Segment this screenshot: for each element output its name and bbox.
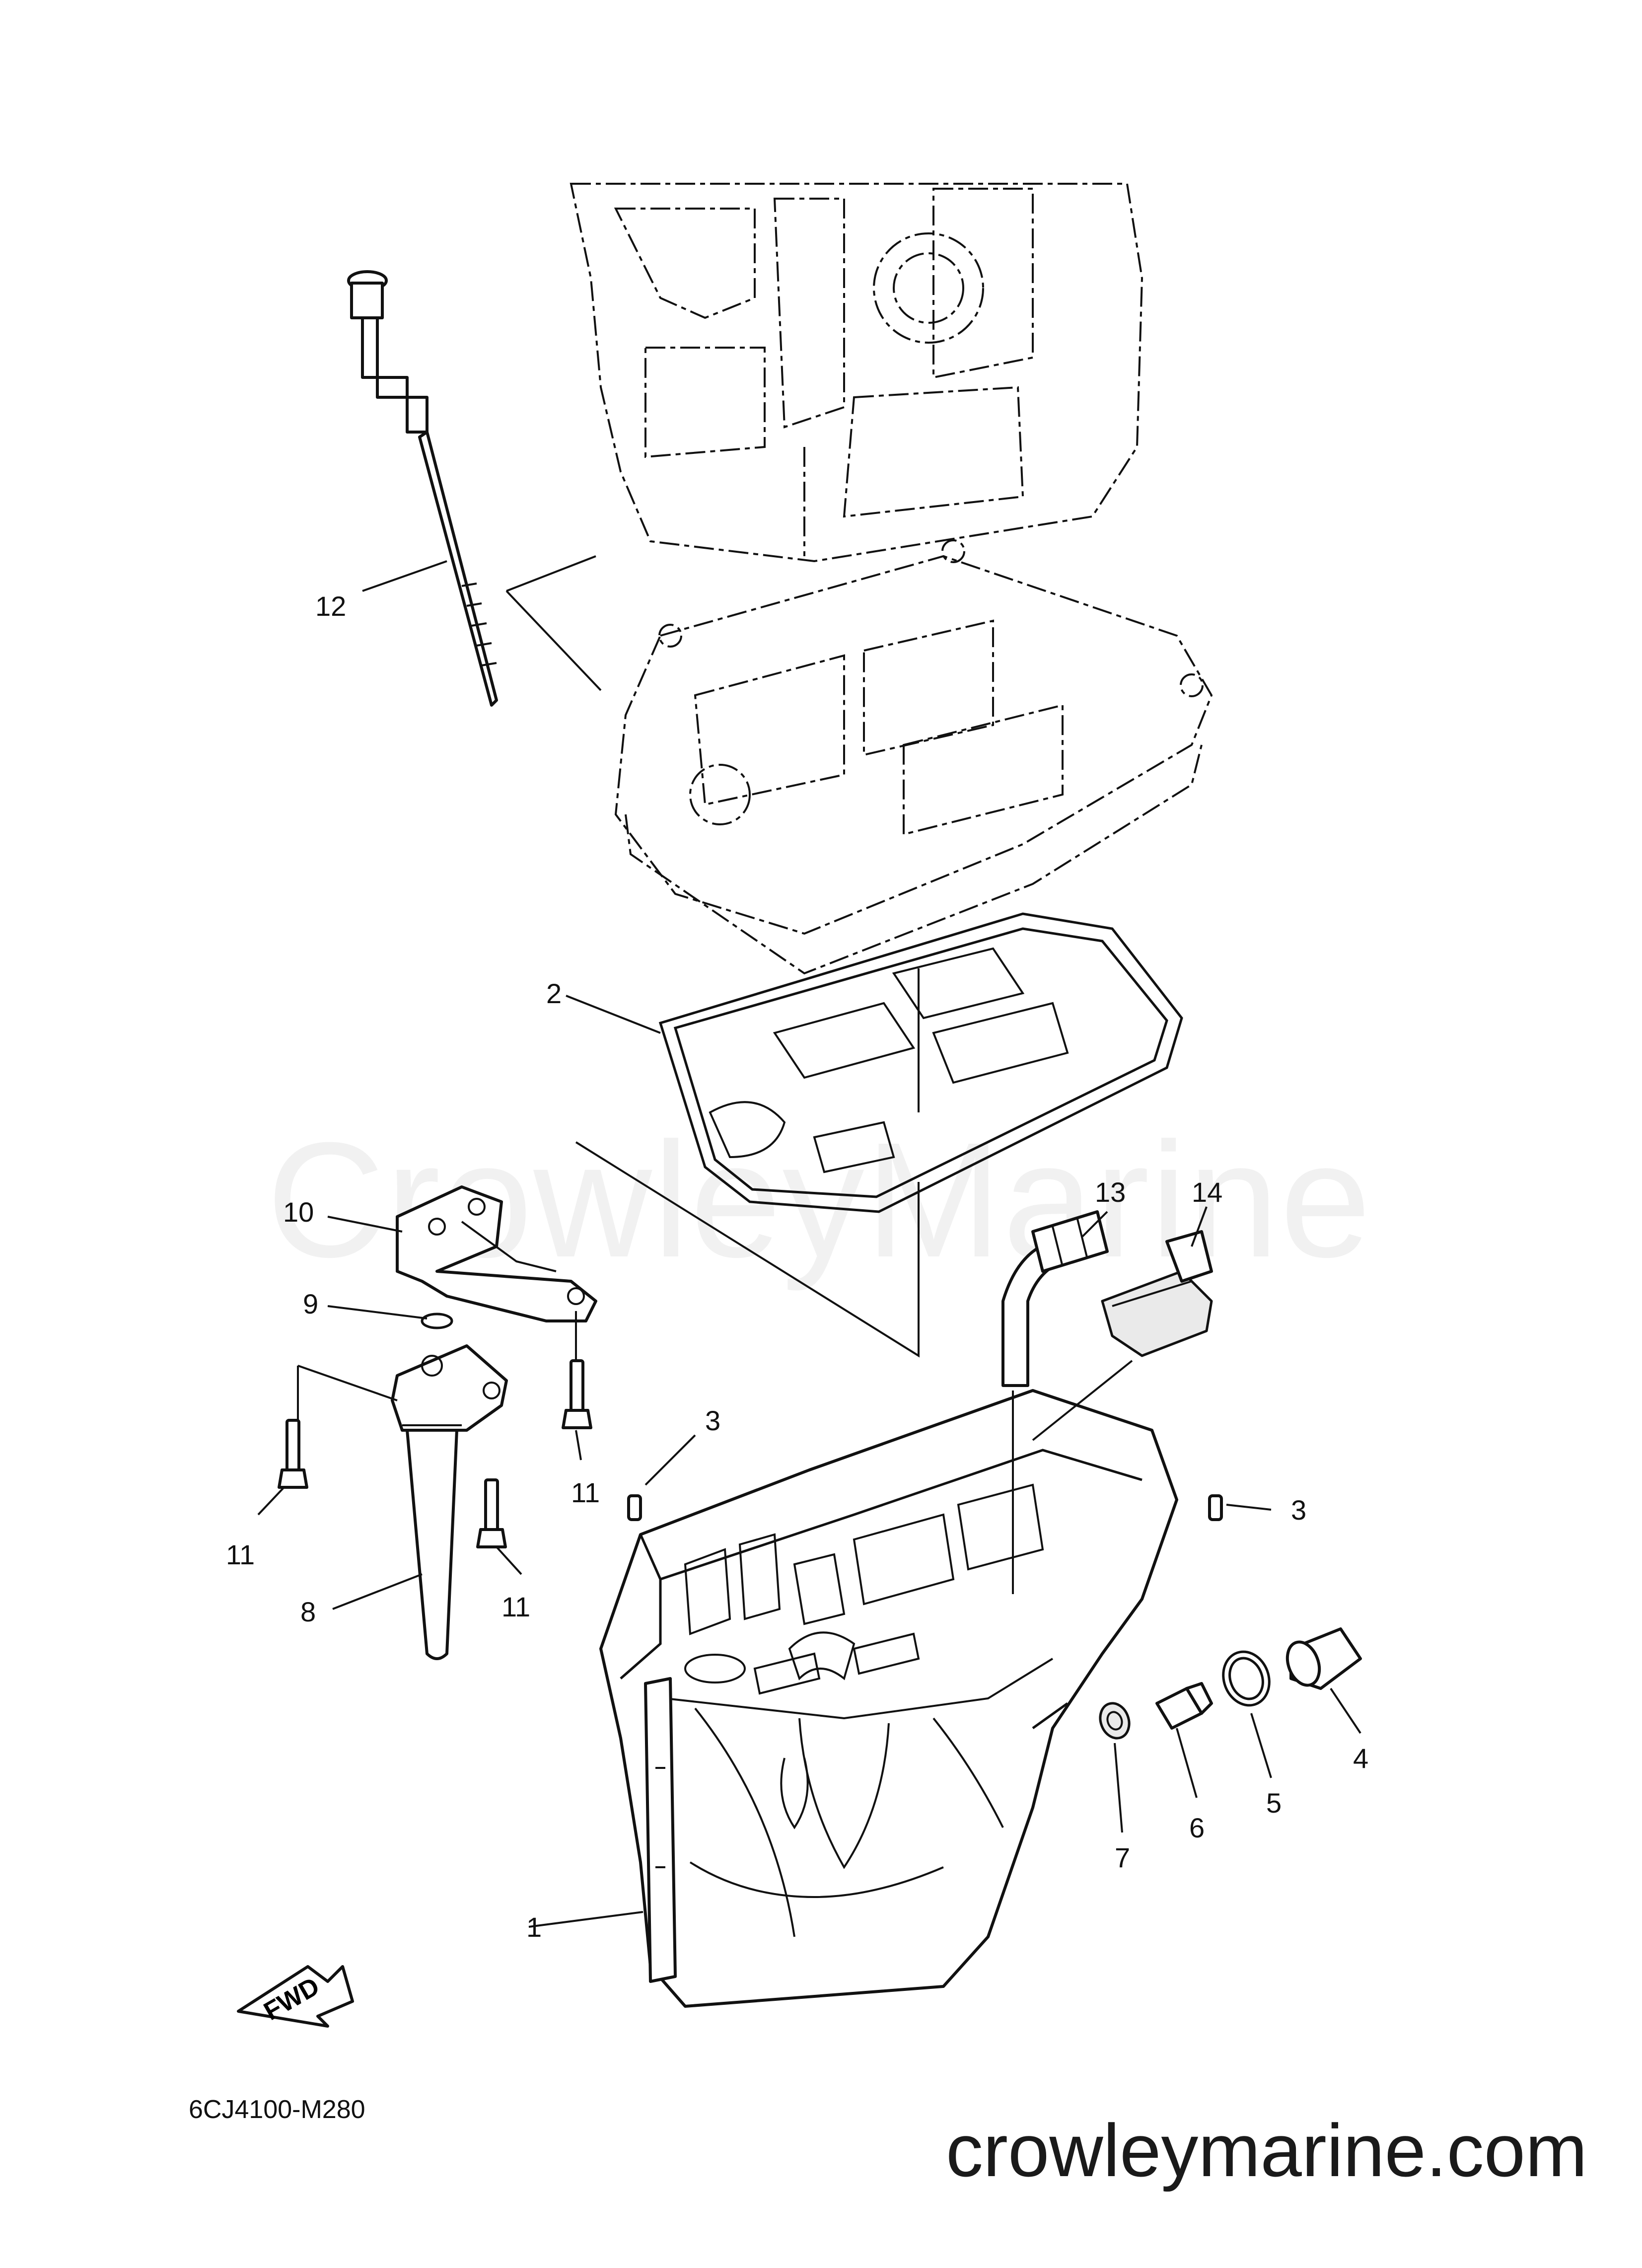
callout-11-center: 11 — [501, 1591, 530, 1622]
callout-8: 8 — [300, 1596, 316, 1627]
callout-10: 10 — [283, 1196, 314, 1228]
dowel-pin-right — [1208, 1494, 1223, 1521]
leader-lines — [257, 555, 1361, 1928]
callout-11-left: 11 — [226, 1539, 255, 1570]
callout-6: 6 — [1189, 1812, 1205, 1843]
forward-arrow-icon: FWD — [237, 1965, 354, 2028]
oil-strainer-housing — [396, 1185, 597, 1322]
hose-joint — [1285, 1627, 1362, 1690]
callout-3-left: 3 — [705, 1405, 720, 1436]
footer-url: crowleymarine.com — [946, 2109, 1587, 2192]
callout-1: 1 — [526, 1911, 542, 1943]
dipstick — [347, 270, 498, 707]
o-ring — [421, 1313, 453, 1329]
callout-3-right: 3 — [1291, 1494, 1306, 1526]
callout-7: 7 — [1115, 1842, 1130, 1873]
clip — [1101, 1230, 1213, 1357]
exhaust-guide-outline — [614, 539, 1213, 975]
breather-hose — [1001, 1210, 1109, 1387]
drain-plug — [1155, 1682, 1213, 1730]
gasket-washer — [1099, 1702, 1131, 1740]
callout-12: 12 — [315, 590, 346, 622]
callout-5: 5 — [1266, 1787, 1282, 1819]
callout-labels: 1 2 3 3 4 5 6 7 8 9 10 11 11 11 12 13 14 — [226, 590, 1368, 1943]
engine-block-outline — [570, 183, 1143, 563]
diagram-code: 6CJ4100-M280 — [189, 2095, 365, 2124]
oil-strainer — [391, 1344, 508, 1660]
callout-9: 9 — [303, 1288, 318, 1319]
callout-11-right: 11 — [571, 1477, 600, 1508]
callout-14: 14 — [1192, 1176, 1222, 1208]
callout-13: 13 — [1095, 1176, 1126, 1208]
bolt-left — [278, 1419, 308, 1489]
dowel-pin-left — [627, 1494, 642, 1521]
bolt-right — [562, 1359, 592, 1429]
bolt-center — [476, 1478, 507, 1548]
callout-4: 4 — [1353, 1743, 1368, 1774]
oil-pan — [599, 1389, 1178, 2008]
gasket — [658, 912, 1183, 1213]
hose-clamp — [1222, 1650, 1271, 1707]
callout-2: 2 — [546, 978, 562, 1009]
